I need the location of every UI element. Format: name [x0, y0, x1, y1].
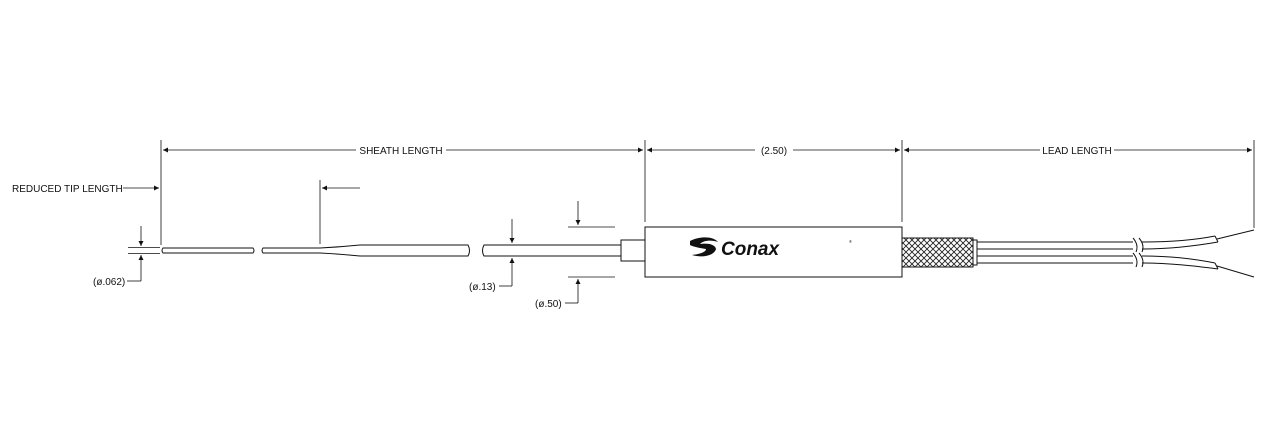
reduced-tip-length-label: REDUCED TIP LENGTH [12, 184, 123, 195]
reduced-tip-length-dimension: REDUCED TIP LENGTH [12, 184, 360, 195]
housing-diameter-label: (ø.50) [535, 299, 562, 310]
housing-diameter-dimension: (ø.50) [535, 201, 615, 310]
extension-lines [160, 140, 1255, 245]
conax-logo: Conax ® [690, 237, 852, 260]
housing-length-dimension: (2.50) [647, 146, 900, 157]
lead-wires [977, 229, 1255, 278]
sheath-length-label: SHEATH LENGTH [359, 146, 442, 157]
conax-swoosh-icon [690, 237, 718, 257]
lead-length-dimension: LEAD LENGTH [904, 146, 1252, 157]
registered-mark: ® [849, 239, 852, 244]
sheath-length-dimension: SHEATH LENGTH [163, 146, 643, 157]
braided-lead-transition [901, 237, 978, 268]
sheath-diameter-dimension: (ø.13) [469, 219, 515, 293]
lead-length-label: LEAD LENGTH [1042, 146, 1111, 157]
brand-name: Conax [721, 239, 781, 260]
sheath-diameter-label: (ø.13) [469, 282, 496, 293]
housing-length-label: (2.50) [761, 146, 787, 157]
probe-sheath [161, 239, 646, 262]
tip-diameter-dimension: (ø.062) [93, 226, 160, 288]
tip-diameter-label: (ø.062) [93, 277, 125, 288]
housing: Conax ® [644, 226, 903, 278]
